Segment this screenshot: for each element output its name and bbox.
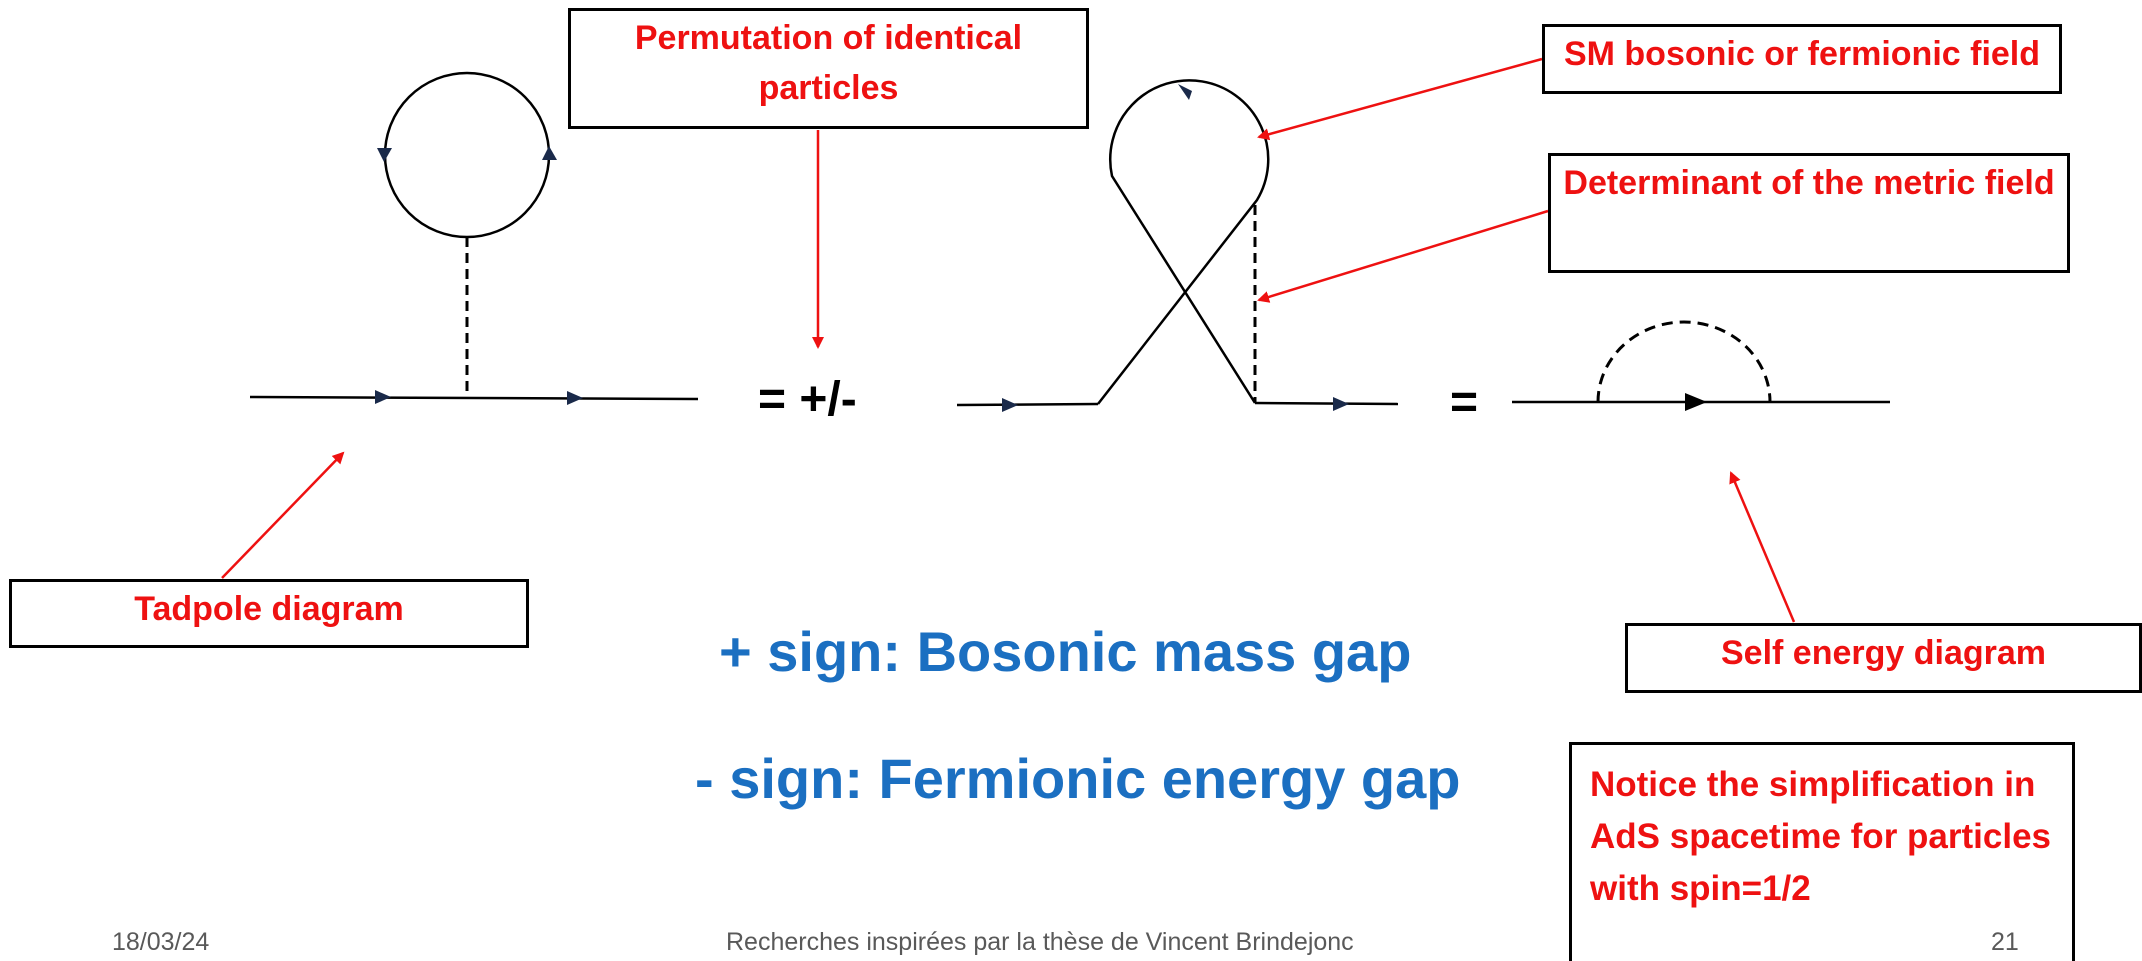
tadpole-loop-arrow-right [542,146,557,160]
footer-page-number: 21 [1991,928,2019,956]
plus-minus-sign: = +/- [758,373,857,426]
tadpole-loop-arrow-left [377,148,392,162]
determinant-arrow [1257,209,1549,303]
bosonic-statement: + sign: Bosonic mass gap [719,620,1412,683]
self-energy-propagator-arc [1596,320,1772,403]
self-energy-label: Self energy diagram [1720,634,2046,672]
exchange-diagram [956,79,1399,412]
tadpole-diagram [249,71,699,405]
self-energy-label-box: Self energy diagram [1625,623,2142,693]
determinant-label-box: Determinant of the metric field [1548,153,2070,273]
tadpole-arrow [221,451,345,579]
footer-title: Recherches inspirées par la thèse de Vin… [726,928,1354,956]
exchange-outgoing-line [1254,401,1399,406]
exchange-incoming-arrow [1002,398,1018,412]
permutation-label-box: Permutation of identical particles [568,8,1089,129]
fermionic-statement: - sign: Fermionic energy gap [695,747,1461,810]
exchange-incoming-line [956,402,1099,407]
sm-field-arrow [1257,57,1543,141]
tadpole-fermion-line [249,395,699,401]
tadpole-fermion-arrow-left [375,390,391,404]
exchange-crossing-loop [1097,79,1270,405]
exchange-outgoing-arrow [1333,397,1349,411]
exchange-loop-arrow [1178,84,1192,100]
sm-field-label-box: SM bosonic or fermionic field [1542,24,2062,94]
permutation-label: Permutation of identical particles [634,19,1023,107]
notice-box: Notice the simplification in AdS spaceti… [1569,742,2075,961]
tadpole-label: Tadpole diagram [134,590,404,628]
footer-date: 18/03/24 [112,928,210,956]
self-energy-arrow [1729,471,1796,623]
tadpole-label-box: Tadpole diagram [9,579,529,648]
tadpole-fermion-arrow-right [567,391,583,405]
determinant-label: Determinant of the metric field [1563,164,2055,202]
self-energy-fermion-arrow [1685,393,1707,411]
tadpole-loop [383,71,551,239]
notice-text: Notice the simplification in AdS spaceti… [1590,765,2051,908]
equals-sign: = [1450,376,1478,429]
sm-field-label: SM bosonic or fermionic field [1563,35,2041,73]
self-energy-diagram [1512,320,1890,411]
